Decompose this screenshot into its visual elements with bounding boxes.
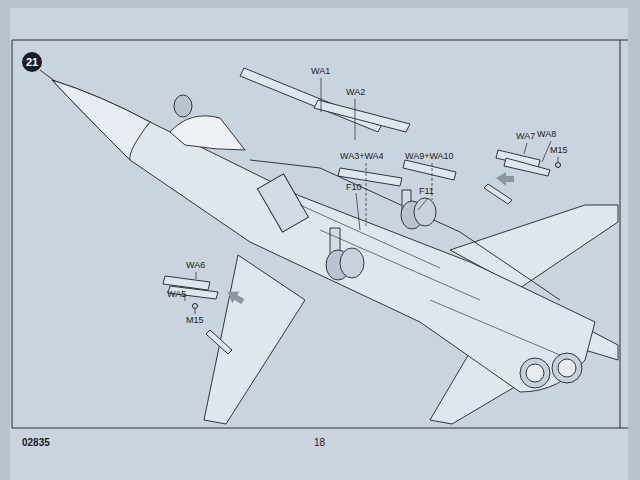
exhaust-nozzle <box>520 358 550 388</box>
wheel <box>414 198 436 226</box>
part-label: F11 <box>419 187 434 196</box>
leader-line <box>558 157 559 162</box>
step-number: 21 <box>26 56 38 68</box>
page-rule <box>12 428 628 429</box>
pylon-part <box>484 184 512 204</box>
screw <box>193 304 198 309</box>
part-label: M15 <box>550 146 568 155</box>
leader-line <box>195 309 196 314</box>
pylon-part <box>403 160 456 180</box>
part-label: WA9+WA10 <box>405 152 454 161</box>
part-label: WA3+WA4 <box>340 152 384 161</box>
wing <box>204 255 305 424</box>
pylon-part <box>314 100 410 132</box>
intake <box>258 174 309 232</box>
fuselage <box>52 80 595 392</box>
part-label: M15 <box>186 316 204 325</box>
screw <box>556 163 561 168</box>
wheel <box>174 95 192 117</box>
part-label: WA1 <box>311 67 330 76</box>
part-label: WA5 <box>167 290 186 299</box>
step-number-circle: 21 <box>22 52 42 72</box>
leader-line <box>418 198 428 210</box>
pylon-part <box>240 68 382 132</box>
radome <box>52 80 150 160</box>
page-rule <box>12 40 628 41</box>
kit-number: 02835 <box>22 438 50 448</box>
page-number: 18 <box>314 438 325 448</box>
part-label: WA8 <box>537 130 556 139</box>
part-label: WA2 <box>346 88 365 97</box>
part-label: F10 <box>346 183 362 192</box>
leader-line <box>542 141 551 162</box>
pylon-part <box>168 286 218 299</box>
leader-line <box>356 193 360 230</box>
pylon-part <box>504 158 550 176</box>
direction-arrow <box>496 172 514 186</box>
page-rule <box>620 40 621 428</box>
exhaust-nozzle <box>552 353 582 383</box>
page-ground <box>10 8 628 480</box>
page-rule <box>12 40 13 428</box>
leader-line <box>321 78 322 112</box>
spine-line <box>250 160 560 300</box>
leader-line <box>366 163 367 228</box>
pitot-probe <box>40 70 56 82</box>
panel-line <box>300 205 560 355</box>
pylon-part <box>206 330 232 354</box>
exhaust-nozzle <box>558 359 576 377</box>
leader-line <box>355 99 356 140</box>
part-label: WA7 <box>516 132 535 141</box>
canopy <box>170 116 245 150</box>
leader-line <box>196 272 197 279</box>
wheel <box>340 248 364 278</box>
exhaust-nozzle <box>526 364 544 382</box>
leader-line <box>524 143 527 154</box>
direction-arrow <box>224 286 247 307</box>
part-label: WA6 <box>186 261 205 270</box>
